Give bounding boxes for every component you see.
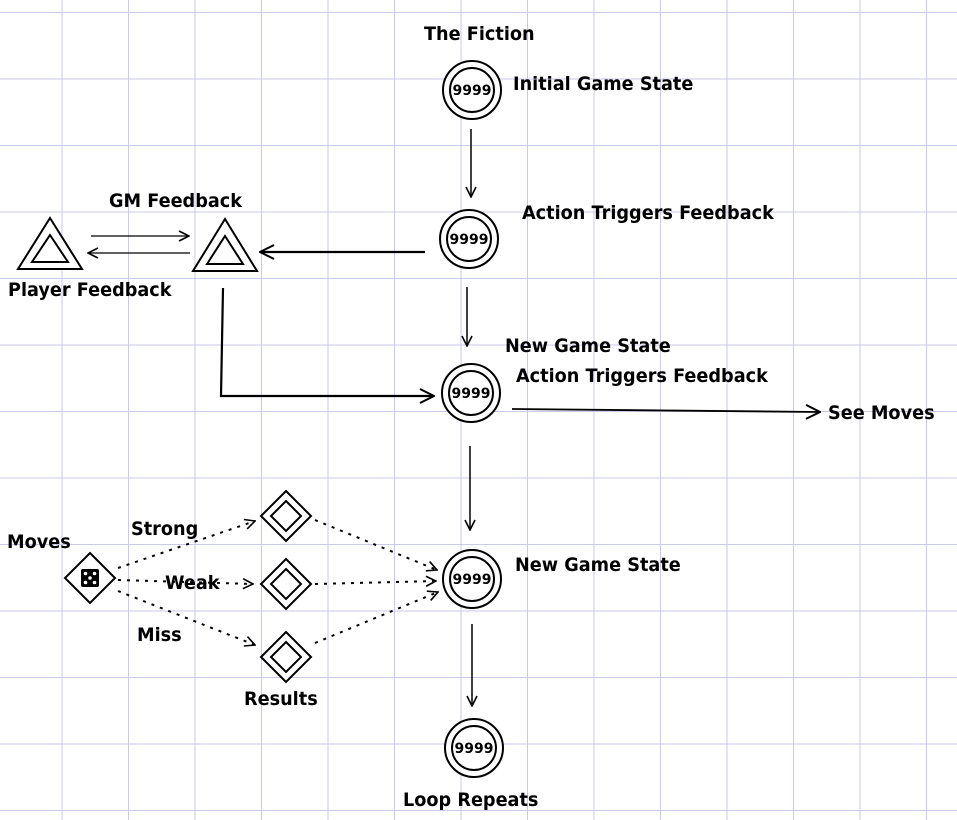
pool-node-new-state-2: 9999 <box>442 549 502 609</box>
label-player-feedback: Player Feedback <box>8 279 172 301</box>
arrow-gm-to-new-state <box>219 287 434 396</box>
pool-value: 9999 <box>453 572 492 588</box>
label-moves: Moves <box>7 531 71 553</box>
pool-node-action: 9999 <box>439 209 499 269</box>
move-outcome-arrows <box>117 520 438 645</box>
label-initial-game-state: Initial Game State <box>513 73 694 95</box>
pool-value: 9999 <box>455 741 494 757</box>
label-action-triggers-feedback-2: Action Triggers Feedback <box>516 365 768 387</box>
label-strong: Strong <box>131 518 199 540</box>
label-new-game-state-1: New Game State <box>505 335 671 357</box>
label-weak: Weak <box>165 572 220 594</box>
result-diamond-strong <box>259 489 313 543</box>
result-diamond-miss <box>259 630 313 684</box>
label-gm-feedback: GM Feedback <box>109 190 243 212</box>
label-new-game-state-2: New Game State <box>515 554 681 576</box>
result-diamond-weak <box>259 557 313 611</box>
pool-node-new-state-1: 9999 <box>441 363 501 423</box>
label-see-moves: See Moves <box>828 402 935 424</box>
pool-value: 9999 <box>450 232 489 248</box>
label-loop-repeats: Loop Repeats <box>403 789 539 811</box>
moves-dice-gate <box>63 551 117 605</box>
label-results: Results <box>244 688 318 710</box>
pool-node-loop: 9999 <box>444 718 504 778</box>
pool-value: 9999 <box>453 83 492 99</box>
gm-feedback-triangle <box>191 217 259 272</box>
label-the-fiction: The Fiction <box>424 23 535 45</box>
player-feedback-triangle <box>16 216 84 270</box>
label-action-triggers-feedback-1: Action Triggers Feedback <box>522 202 774 224</box>
pool-node-initial: 9999 <box>442 60 502 120</box>
pool-value: 9999 <box>452 386 491 402</box>
label-miss: Miss <box>137 624 182 646</box>
arrow-to-see-moves <box>511 409 820 412</box>
